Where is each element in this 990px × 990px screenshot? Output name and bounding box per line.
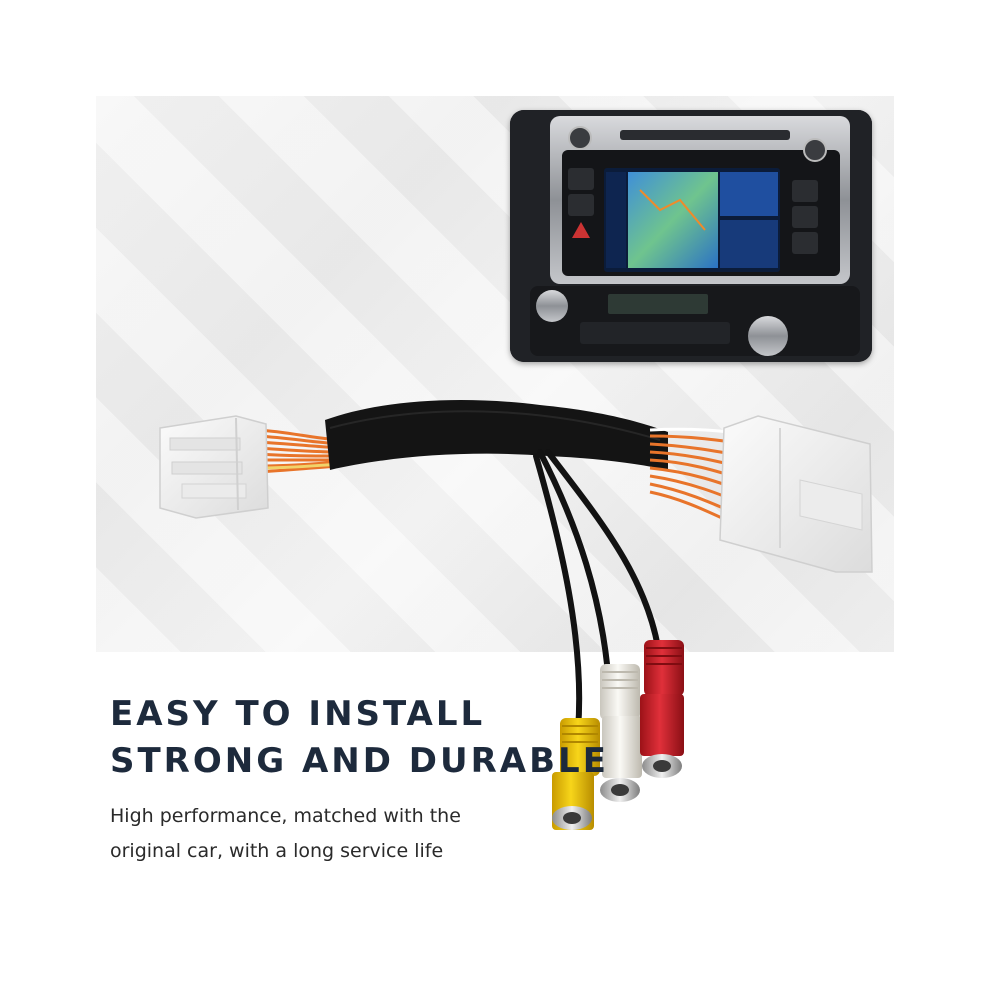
rca-yellow-plug [552, 718, 600, 830]
description-line-2: original car, with a long service life [110, 840, 444, 862]
rca-cables [533, 449, 663, 733]
dashboard-illustration [510, 110, 872, 362]
headline-line-1: EASY TO INSTALL [110, 694, 486, 734]
braided-sleeve [325, 400, 668, 470]
rca-white-plug [600, 664, 642, 802]
right-connector [719, 415, 873, 573]
left-connector [159, 415, 269, 519]
rca-red-plug [640, 640, 684, 778]
car-dashboard-photo [510, 110, 872, 362]
headline-line-2: STRONG AND DURABLE [110, 741, 609, 781]
description-line-1: High performance, matched with the [110, 805, 461, 827]
